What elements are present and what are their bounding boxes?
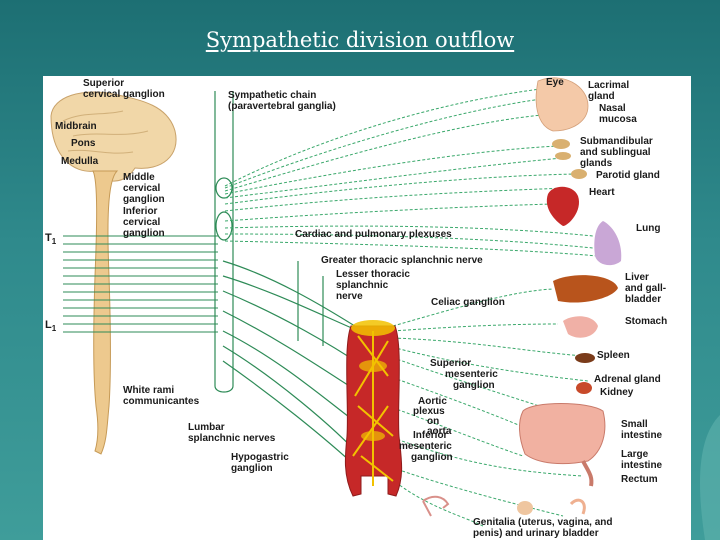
organ-kidney: Kidney [600, 387, 634, 398]
organ-eye: Eye [546, 77, 564, 88]
bladder-organ [517, 501, 533, 515]
lung-organ [594, 221, 622, 266]
face-organ [535, 77, 589, 132]
organ-small-intestine: Small intestine [621, 419, 663, 441]
intestine-organ [519, 403, 606, 465]
organ-large-intestine: Large intestine [621, 449, 663, 471]
inferior-cervical-ganglion [215, 211, 233, 241]
heart-organ [546, 186, 580, 226]
label-lumbar-splanchnic: Lumbar splanchnic nerves [188, 422, 276, 444]
penis-organ [569, 498, 586, 515]
label-celiac: Celiac ganglion [431, 297, 505, 308]
organ-genitalia: Genitalia (uterus, vagina, and penis) an… [473, 517, 615, 539]
postganglionic-fibres [224, 87, 599, 257]
spleen-organ [575, 353, 595, 363]
white-rami-lines [63, 235, 218, 333]
liver-organ [553, 275, 618, 303]
label-aortic-plexus: Aortic plexus on aorta [413, 396, 452, 437]
organ-lacrimal: Lacrimal gland [588, 80, 632, 102]
organ-lung: Lung [636, 223, 660, 234]
organ-submandibular: Submandibular and sublingual glands [580, 136, 656, 169]
kidney-organ [576, 382, 592, 394]
sympathetic-chain [214, 91, 234, 393]
parotid-organ [571, 169, 587, 179]
organ-spleen: Spleen [597, 350, 630, 361]
label-cardiac-plexuses: Cardiac and pulmonary plexuses [295, 229, 452, 240]
label-superior-cervical: Superior cervical ganglion [83, 78, 165, 100]
sympathetic-diagram: Midbrain Pons Medulla T1 L1 [45, 77, 669, 539]
slide-title: Sympathetic division outflow [205, 28, 515, 52]
rectum-organ [581, 460, 594, 487]
decorative-wave [700, 415, 720, 540]
organ-stomach: Stomach [625, 316, 667, 327]
label-superior-mesenteric: Superior mesenteric ganglion [430, 358, 501, 391]
label-sympathetic-chain: Sympathetic chain (paravertebral ganglia… [228, 90, 336, 112]
organ-adrenal: Adrenal gland [594, 374, 661, 385]
submandibular-organ [552, 139, 570, 149]
diagram-panel: Midbrain Pons Medulla T1 L1 [43, 76, 691, 540]
aorta-illustration [344, 320, 403, 497]
organ-parotid: Parotid gland [596, 170, 660, 181]
label-inferior-mesenteric: Inferior mesenteric ganglion [399, 430, 455, 463]
label-inferior-cervical: Inferior cervical ganglion [123, 206, 165, 239]
label-middle-cervical: Middle cervical ganglion [123, 172, 165, 205]
label-pons: Pons [71, 138, 96, 149]
label-lesser-thoracic: Lesser thoracic splanchnic nerve [336, 269, 413, 302]
label-l1: L1 [45, 319, 57, 333]
brain-illustration [50, 91, 177, 182]
organ-nasal: Nasal mucosa [599, 103, 637, 125]
spinal-cord [92, 170, 119, 455]
label-t1: T1 [45, 232, 57, 246]
label-hypogastric: Hypogastric ganglion [231, 452, 292, 474]
organ-illustrations [422, 77, 622, 517]
label-midbrain: Midbrain [55, 121, 97, 132]
middle-cervical-ganglion [215, 177, 233, 199]
label-medulla: Medulla [61, 156, 99, 167]
organ-heart: Heart [589, 187, 615, 198]
label-greater-thoracic: Greater thoracic splanchnic nerve [321, 255, 483, 266]
uterus-organ [422, 495, 450, 517]
stomach-organ [563, 316, 598, 338]
label-white-rami: White rami communicantes [123, 385, 200, 407]
organ-rectum: Rectum [621, 474, 658, 485]
organ-liver: Liver and gall- bladder [625, 272, 669, 305]
